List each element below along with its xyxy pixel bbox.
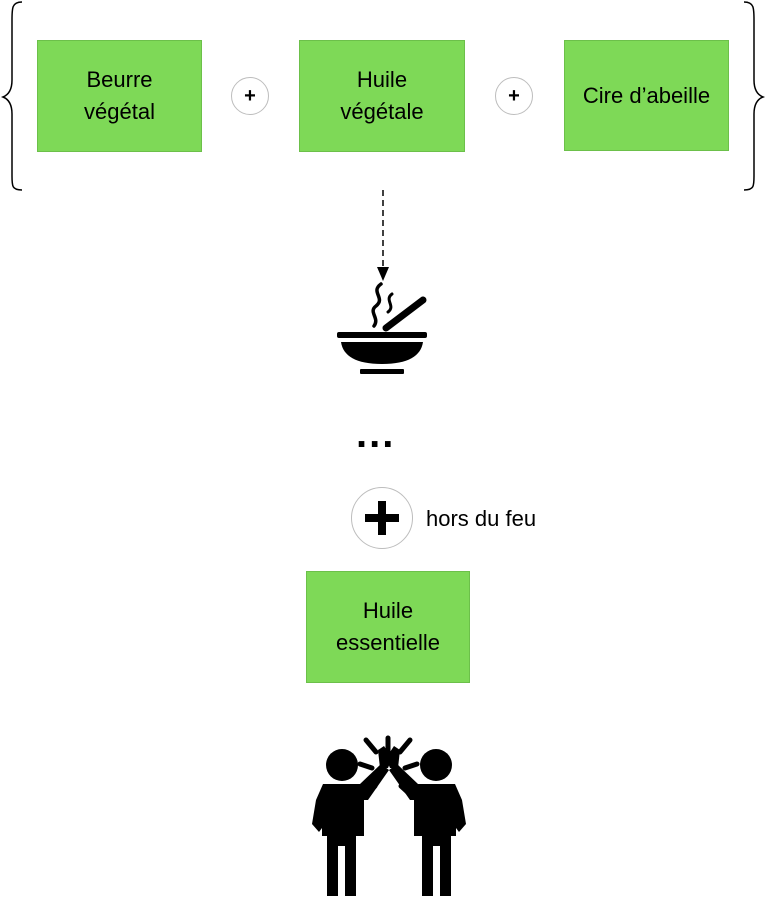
ingredient-label: Huile essentielle xyxy=(336,598,440,655)
ingredient-box-beurre-vegetal: Beurre végétal xyxy=(37,40,202,152)
off-heat-label: hors du feu xyxy=(426,506,537,531)
right-curly-brace-icon xyxy=(743,1,766,191)
ingredient-label: Beurre végétal xyxy=(84,67,155,124)
plus-off-heat-operator xyxy=(351,487,413,549)
plus-operator: + xyxy=(231,77,269,115)
plus-sign: + xyxy=(244,84,256,107)
ingredient-box-huile-essentielle: Huile essentielle xyxy=(306,571,470,683)
left-curly-brace-icon xyxy=(0,1,23,191)
plus-operator: + xyxy=(495,77,533,115)
ellipsis-text: ... xyxy=(356,412,396,456)
ingredient-box-cire-abeille: Cire d’abeille xyxy=(564,40,729,151)
ingredient-label: Huile végétale xyxy=(340,67,424,124)
ingredient-box-huile-vegetale: Huile végétale xyxy=(299,40,465,152)
dashed-arrow-head xyxy=(377,267,389,281)
plus-icon xyxy=(365,501,399,535)
ingredient-label: Cire d’abeille xyxy=(582,82,711,108)
plus-sign: + xyxy=(508,84,520,107)
